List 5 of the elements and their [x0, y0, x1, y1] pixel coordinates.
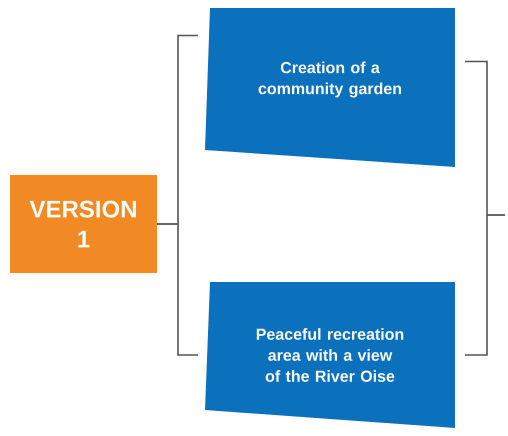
process-box: Creation of a community garden: [205, 8, 455, 167]
label-box: VERSION 1: [10, 175, 157, 273]
process-box: Peaceful recreation area with a view of the River Oise: [205, 282, 455, 428]
bracket-connector: [465, 214, 505, 356]
bracket-connector: [157, 223, 198, 356]
